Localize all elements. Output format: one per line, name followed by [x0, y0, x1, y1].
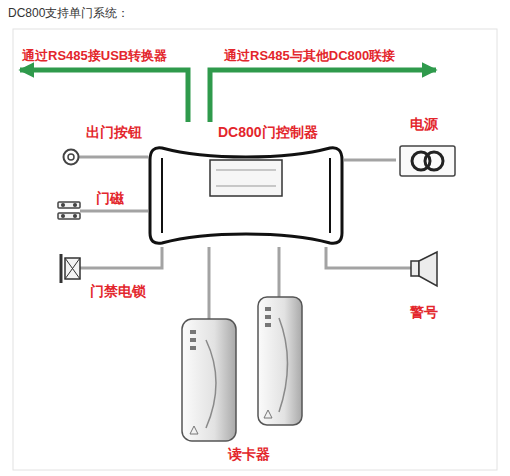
door-magnet-symbol: [58, 202, 80, 219]
power-supply-symbol: [400, 146, 455, 176]
signal-wire: [158, 247, 162, 268]
controller-outline: [148, 144, 344, 247]
electric-lock-symbol: [61, 254, 80, 283]
power-supply: 电源: [396, 114, 460, 180]
part-label: 出门按钮: [86, 124, 142, 140]
part-label: 电源: [410, 116, 438, 132]
rs485-usb-target: 通过RS485接USB转换器: [20, 46, 180, 76]
signal-wire: [146, 210, 148, 213]
frame: [13, 29, 497, 470]
part-label: 读卡器: [228, 446, 270, 462]
diagram-title: DC800支持单门系统：: [8, 6, 129, 20]
part-label: 门磁: [96, 190, 124, 206]
card-readers: 读卡器: [176, 290, 306, 466]
card-reader-symbol: [258, 297, 302, 425]
part-label: 通过RS485接USB转换器: [22, 48, 167, 64]
signal-wire: [208, 247, 211, 290]
signal-wire: [278, 247, 281, 290]
rs485-arrow: [20, 70, 188, 122]
card-reader-symbol: [182, 319, 236, 441]
siren-symbol: [411, 252, 437, 286]
controller-box: DC800门控制器: [148, 122, 344, 247]
controller-band: [162, 158, 330, 233]
rs485-arrow: [210, 70, 436, 122]
controller-body: [150, 148, 342, 244]
signal-wire: [326, 247, 402, 268]
part-label: 警号: [410, 304, 438, 320]
siren: 警号: [402, 252, 452, 324]
signal-wire: [344, 159, 396, 162]
door-magnet: 门磁: [56, 188, 146, 222]
controller-display: [210, 160, 282, 196]
controller-display-lines: [216, 170, 276, 186]
signal-wire: [146, 156, 148, 159]
electric-lock: 门禁电锁: [60, 255, 158, 301]
rs485-link-target: 通过RS485与其他DC800联接: [222, 46, 436, 76]
wire-stubs: [78, 157, 411, 319]
part-label: 通过RS485与其他DC800联接: [224, 48, 395, 64]
part-label: 门禁电锁: [90, 283, 146, 299]
exit-button-symbol: [64, 150, 79, 165]
exit-button: 出门按钮: [60, 122, 146, 166]
part-label: DC800门控制器: [218, 124, 318, 140]
